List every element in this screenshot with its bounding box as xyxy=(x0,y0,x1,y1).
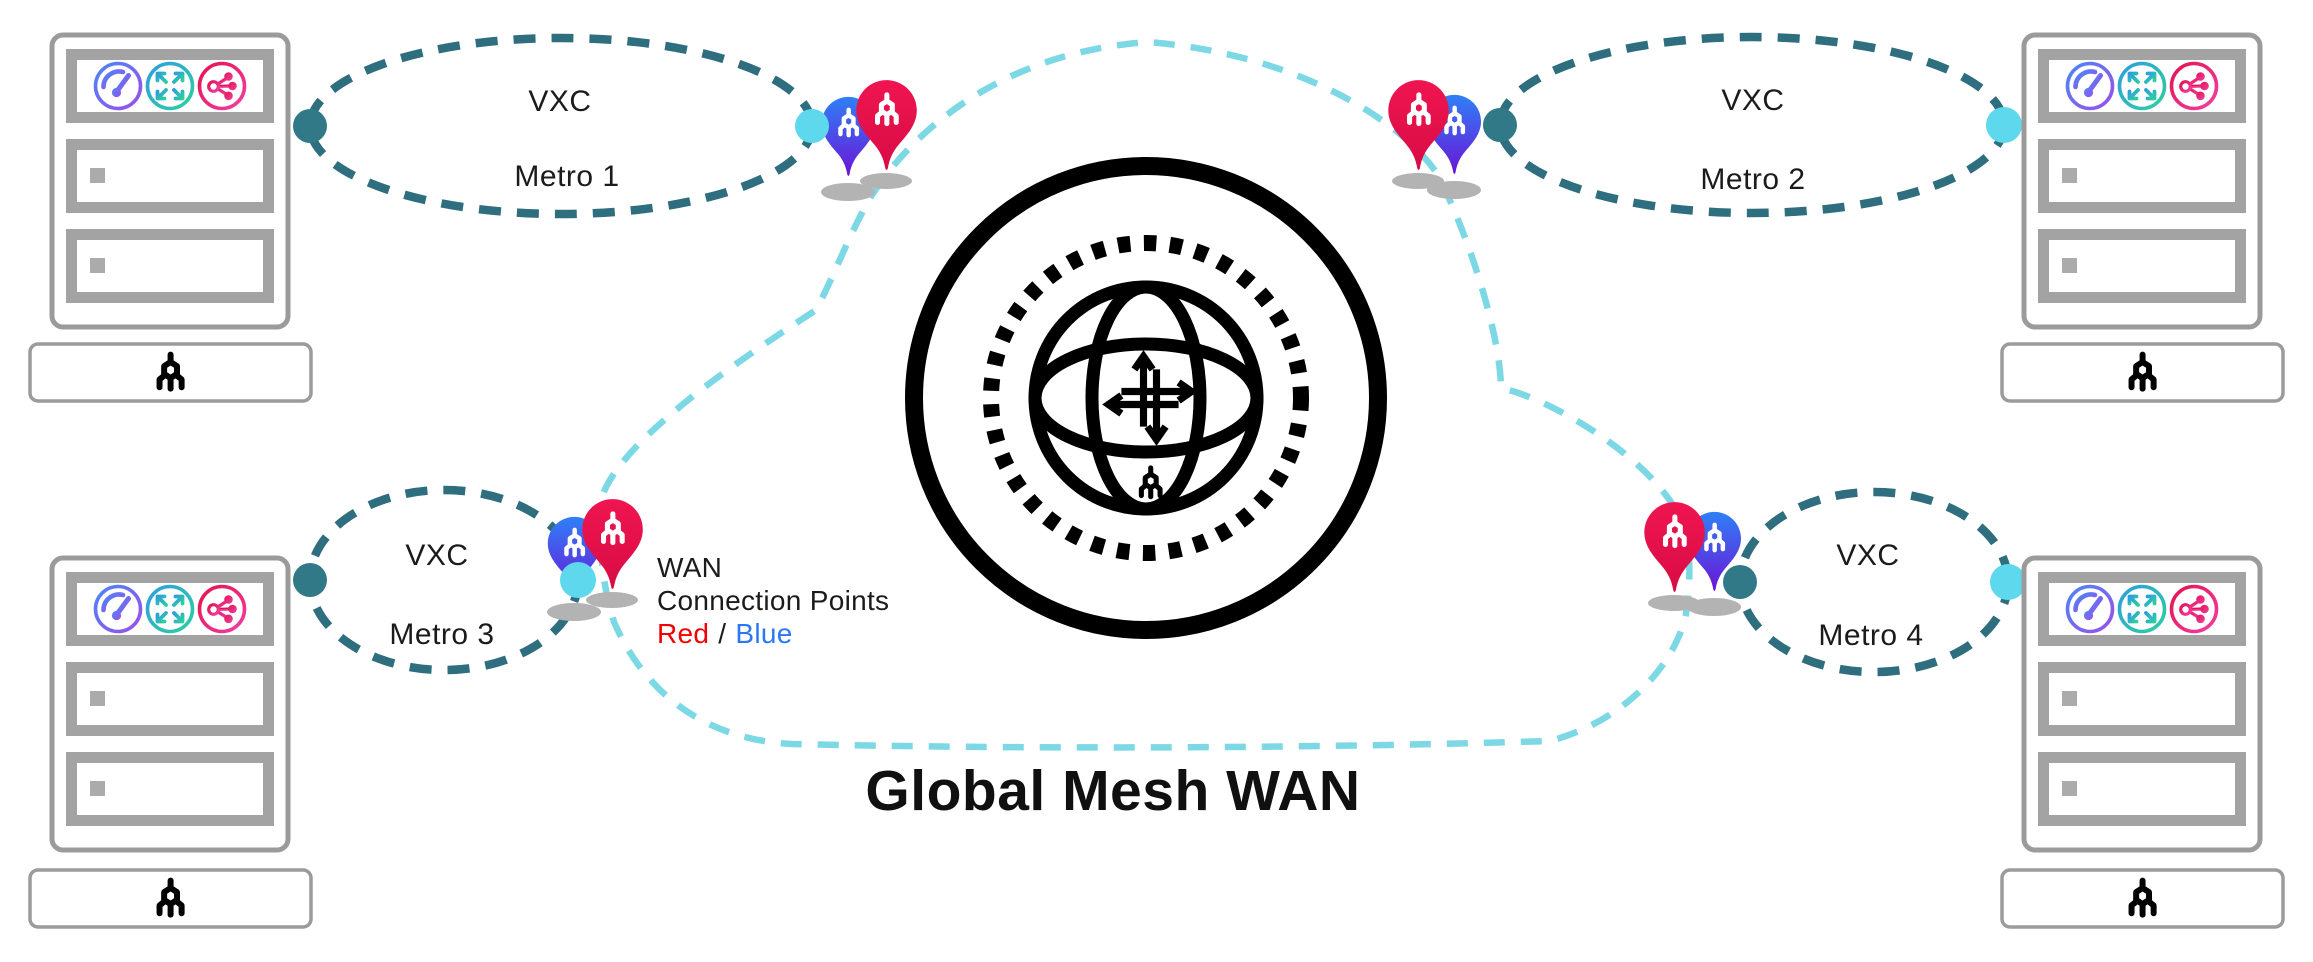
metro-1-vxc-label: VXC xyxy=(528,85,592,118)
pin-shadow xyxy=(1427,181,1481,199)
red-pin-icon xyxy=(1644,502,1704,592)
metro-2-vxc-label: VXC xyxy=(1721,84,1785,117)
metro-1-name-label: Metro 1 xyxy=(514,160,620,193)
pin-shadow xyxy=(547,603,601,621)
metro-3-vxc-label: VXC xyxy=(405,539,469,572)
metro-4-dark-endpoint xyxy=(1723,565,1757,599)
pin-shadow xyxy=(586,592,638,608)
rack-bottom-right xyxy=(2024,558,2260,850)
mesh-cloud-outline xyxy=(596,38,1693,751)
rack-top-right-label xyxy=(2002,344,2283,401)
rack-top-left-label xyxy=(30,344,311,401)
wan-connection-points-legend: WAN Connection Points Red / Blue xyxy=(657,551,889,650)
rack-bottom-left xyxy=(52,558,288,850)
red-pin-icon xyxy=(1388,80,1448,170)
rack-top-left xyxy=(52,35,288,327)
metro-4-cyan-endpoint xyxy=(1990,564,2026,600)
metro-4-name-label: Metro 4 xyxy=(1818,619,1924,652)
legend-line-1: WAN xyxy=(657,552,723,583)
legend-red-label: Red xyxy=(657,618,710,649)
globe-icon xyxy=(1028,280,1264,516)
pin-shadow xyxy=(1687,598,1741,616)
pin-shadow xyxy=(860,173,912,189)
legend-red-blue-line: Red / Blue xyxy=(657,617,889,650)
pin-shadow xyxy=(821,183,875,201)
metro-4-group xyxy=(1644,487,2026,677)
metro-1-dark-endpoint xyxy=(293,109,327,143)
metro-3-name-label: Metro 3 xyxy=(389,618,495,651)
legend-line-2: Connection Points xyxy=(657,585,890,616)
metro-3-dark-endpoint xyxy=(293,563,327,597)
metro-1-cyan-endpoint xyxy=(795,109,829,143)
dotted-ring xyxy=(983,235,1309,561)
rack-bottom-right-label xyxy=(2002,870,2283,927)
metro-1-group xyxy=(293,33,917,219)
metro-2-dark-endpoint xyxy=(1483,108,1517,142)
metro-2-cyan-endpoint xyxy=(1986,107,2022,143)
metro-3-group xyxy=(293,485,643,675)
legend-separator: / xyxy=(718,618,727,649)
metro-4-vxc-label: VXC xyxy=(1836,539,1900,572)
metro-3-cyan-endpoint xyxy=(560,562,596,598)
rack-top-right xyxy=(2024,35,2260,327)
metro-2-name-label: Metro 2 xyxy=(1700,163,1806,196)
metro-2-group xyxy=(1388,32,2022,218)
legend-blue-label: Blue xyxy=(735,618,793,649)
red-pin-icon xyxy=(856,80,916,170)
rack-bottom-left-label xyxy=(30,870,311,927)
pin-shadow xyxy=(1392,173,1444,189)
diagram-title: Global Mesh WAN xyxy=(865,759,1361,823)
four-way-arrows-icon xyxy=(1102,350,1198,446)
global-mesh-globe-icon xyxy=(905,157,1387,639)
